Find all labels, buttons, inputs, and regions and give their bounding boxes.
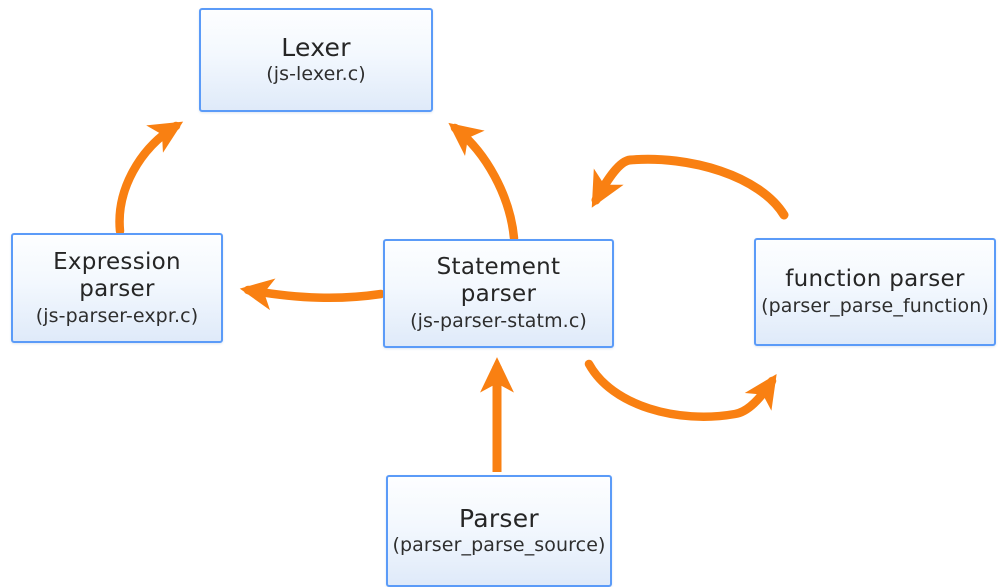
node-statement-parser-subtitle: (js-parser-statm.c)	[410, 310, 587, 332]
node-expression-parser-subtitle: (js-parser-expr.c)	[35, 304, 199, 327]
edge-expression-to-lexer	[115, 121, 184, 236]
node-parser-title: Parser	[458, 504, 540, 533]
node-statement-parser[interactable]: Statement parser (js-parser-statm.c)	[383, 239, 614, 348]
node-lexer-title: Lexer	[281, 33, 351, 62]
node-expression-parser-title: Expression parser	[53, 248, 181, 302]
edge-function-to-statement	[591, 154, 789, 220]
edge-statement-to-expression	[239, 278, 386, 311]
edge-statement-to-lexer	[448, 122, 519, 243]
node-function-parser-title: function parser	[785, 266, 965, 292]
node-statement-parser-title: Statement parser	[436, 254, 561, 307]
node-function-parser-subtitle: (parser_parse_function)	[761, 295, 989, 317]
node-lexer[interactable]: Lexer (js-lexer.c)	[199, 8, 433, 112]
node-parser[interactable]: Parser (parser_parse_source)	[386, 475, 612, 587]
node-expression-parser[interactable]: Expression parser (js-parser-expr.c)	[11, 233, 223, 343]
edge-statement-to-function	[584, 359, 777, 421]
node-function-parser[interactable]: function parser (parser_parse_function)	[754, 238, 996, 346]
node-lexer-subtitle: (js-lexer.c)	[266, 63, 366, 85]
node-parser-subtitle: (parser_parse_source)	[392, 534, 606, 556]
